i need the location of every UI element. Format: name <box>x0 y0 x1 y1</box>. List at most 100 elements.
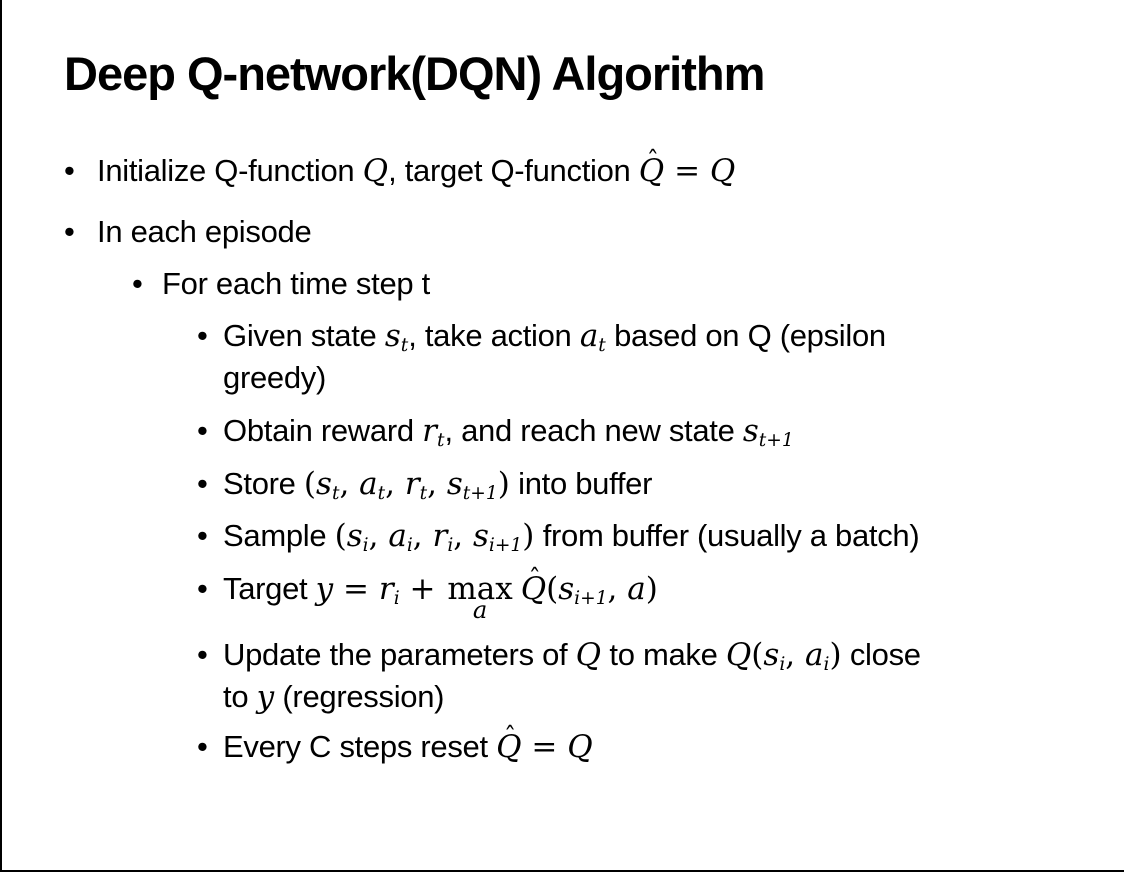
text-segment: Update the parameters of <box>223 637 576 672</box>
bullet-marker: • <box>64 153 75 188</box>
bullet-marker: • <box>197 571 208 606</box>
math-operator-equals: = <box>521 729 568 765</box>
bullet-marker: • <box>197 637 208 672</box>
text-segment: into buffer <box>509 466 653 501</box>
math-comma: , <box>385 466 405 502</box>
math-subscript: t <box>419 483 428 505</box>
math-var-y: y <box>256 679 275 715</box>
math-paren-close: ) <box>522 518 535 554</box>
bullet-text: Obtain reward rt, and reach new state st… <box>223 410 1106 452</box>
math-var-q-hat: Q <box>639 150 664 192</box>
math-var-a: a <box>579 318 599 354</box>
bullet-marker: • <box>132 266 143 301</box>
math-subscript: t+1 <box>758 430 794 452</box>
math-comma: , <box>368 518 389 554</box>
math-comma: , <box>339 466 360 502</box>
math-subscript: t <box>331 483 340 505</box>
math-subscript: t <box>377 483 386 505</box>
math-subscript: i <box>823 654 830 676</box>
text-segment: to <box>223 679 257 714</box>
math-var-q: Q <box>575 637 602 673</box>
text-segment: Obtain reward <box>223 413 423 448</box>
text-segment: Every C steps reset <box>223 729 497 764</box>
text-segment: Initialize Q-function <box>97 153 363 188</box>
text-segment: Target <box>223 571 316 606</box>
text-segment: Sample <box>223 518 335 553</box>
text-segment: Given state <box>223 318 385 353</box>
math-var-a: a <box>805 637 824 673</box>
math-var-q: Q <box>725 637 752 673</box>
bullet-text: Given state st, take action at based on … <box>223 315 1106 399</box>
bullet-marker: • <box>197 729 208 764</box>
bullet-reset: • Every C steps reset Q = Q <box>197 726 1106 768</box>
max-word: max <box>447 571 513 607</box>
math-paren-close: ) <box>829 637 842 673</box>
math-subscript: t <box>436 430 445 452</box>
bullet-in-each-episode: • In each episode <box>64 211 1106 253</box>
math-subscript: i+1 <box>574 588 608 610</box>
text-segment: , target Q-function <box>388 153 639 188</box>
math-paren-close: ) <box>497 466 510 502</box>
math-var-r: r <box>378 571 394 607</box>
math-subscript: i <box>779 654 786 676</box>
max-under-var-a: a <box>472 595 488 624</box>
math-subscript: i <box>447 535 454 557</box>
bullet-marker: • <box>197 413 208 448</box>
math-var-r: r <box>422 413 437 449</box>
math-operator-equals: = <box>664 153 710 189</box>
math-var-q: Q <box>362 153 389 189</box>
text-segment: based on Q (epsilon <box>605 318 886 353</box>
math-paren-open: ( <box>303 466 317 502</box>
math-var-s: s <box>472 518 489 554</box>
bullet-text: Initialize Q-function Q, target Q-functi… <box>97 150 1106 192</box>
math-comma: , <box>427 466 447 502</box>
math-var-q-hat: Q <box>521 568 546 610</box>
math-var-s: s <box>346 518 363 554</box>
text-segment: , take action <box>408 318 580 353</box>
math-subscript: t <box>400 335 409 357</box>
math-var-a: a <box>388 518 407 554</box>
math-subscript: i <box>362 535 369 557</box>
bullet-marker: • <box>64 214 75 249</box>
math-subscript: i <box>406 535 413 557</box>
text-segment: Store <box>223 466 304 501</box>
bullet-sample-buffer: • Sample (si, ai, ri, si+1) from buffer … <box>197 515 1106 557</box>
bullet-given-state: • Given state st, take action at based o… <box>197 315 1106 399</box>
math-var-s: s <box>316 466 332 502</box>
math-comma: , <box>607 571 628 607</box>
math-var-r: r <box>404 466 420 502</box>
bullet-marker: • <box>197 318 208 353</box>
bullet-text: Update the parameters of Q to make Q(si,… <box>223 634 1106 718</box>
text-segment: (regression) <box>274 679 445 714</box>
math-var-s: s <box>446 466 463 502</box>
math-paren-open: ( <box>334 518 347 554</box>
bullet-text: Store (st, at, rt, st+1) into buffer <box>223 463 1106 505</box>
math-var-q-hat: Q <box>496 726 521 768</box>
math-var-r: r <box>432 518 448 554</box>
slide-title: Deep Q-network(DQN) Algorithm <box>64 47 765 100</box>
math-var-s: s <box>742 413 759 449</box>
bullet-update-parameters: • Update the parameters of Q to make Q(s… <box>197 634 1106 718</box>
math-var-y: y <box>315 571 334 607</box>
math-subscript: t <box>598 335 606 357</box>
text-segment: close <box>841 637 921 672</box>
math-subscript: i+1 <box>488 535 523 557</box>
math-comma: , <box>785 637 805 673</box>
bullet-marker: • <box>197 518 208 553</box>
bullet-obtain-reward: • Obtain reward rt, and reach new state … <box>197 410 1106 452</box>
slide-content: Deep Q-network(DQN) Algorithm • Initiali… <box>2 0 1124 768</box>
math-var-a: a <box>627 571 646 607</box>
math-comma: , <box>412 518 433 554</box>
bullet-for-each-time-step: • For each time step t <box>132 263 1106 305</box>
math-var-q: Q <box>709 153 736 189</box>
math-paren-open: ( <box>546 571 559 607</box>
bullet-text: Sample (si, ai, ri, si+1) from buffer (u… <box>223 515 1106 557</box>
text-segment: to make <box>601 637 726 672</box>
math-var-a: a <box>359 466 378 502</box>
math-operator-equals: = <box>333 571 379 607</box>
math-var-q: Q <box>567 729 593 765</box>
text-segment: greedy) <box>223 360 327 395</box>
